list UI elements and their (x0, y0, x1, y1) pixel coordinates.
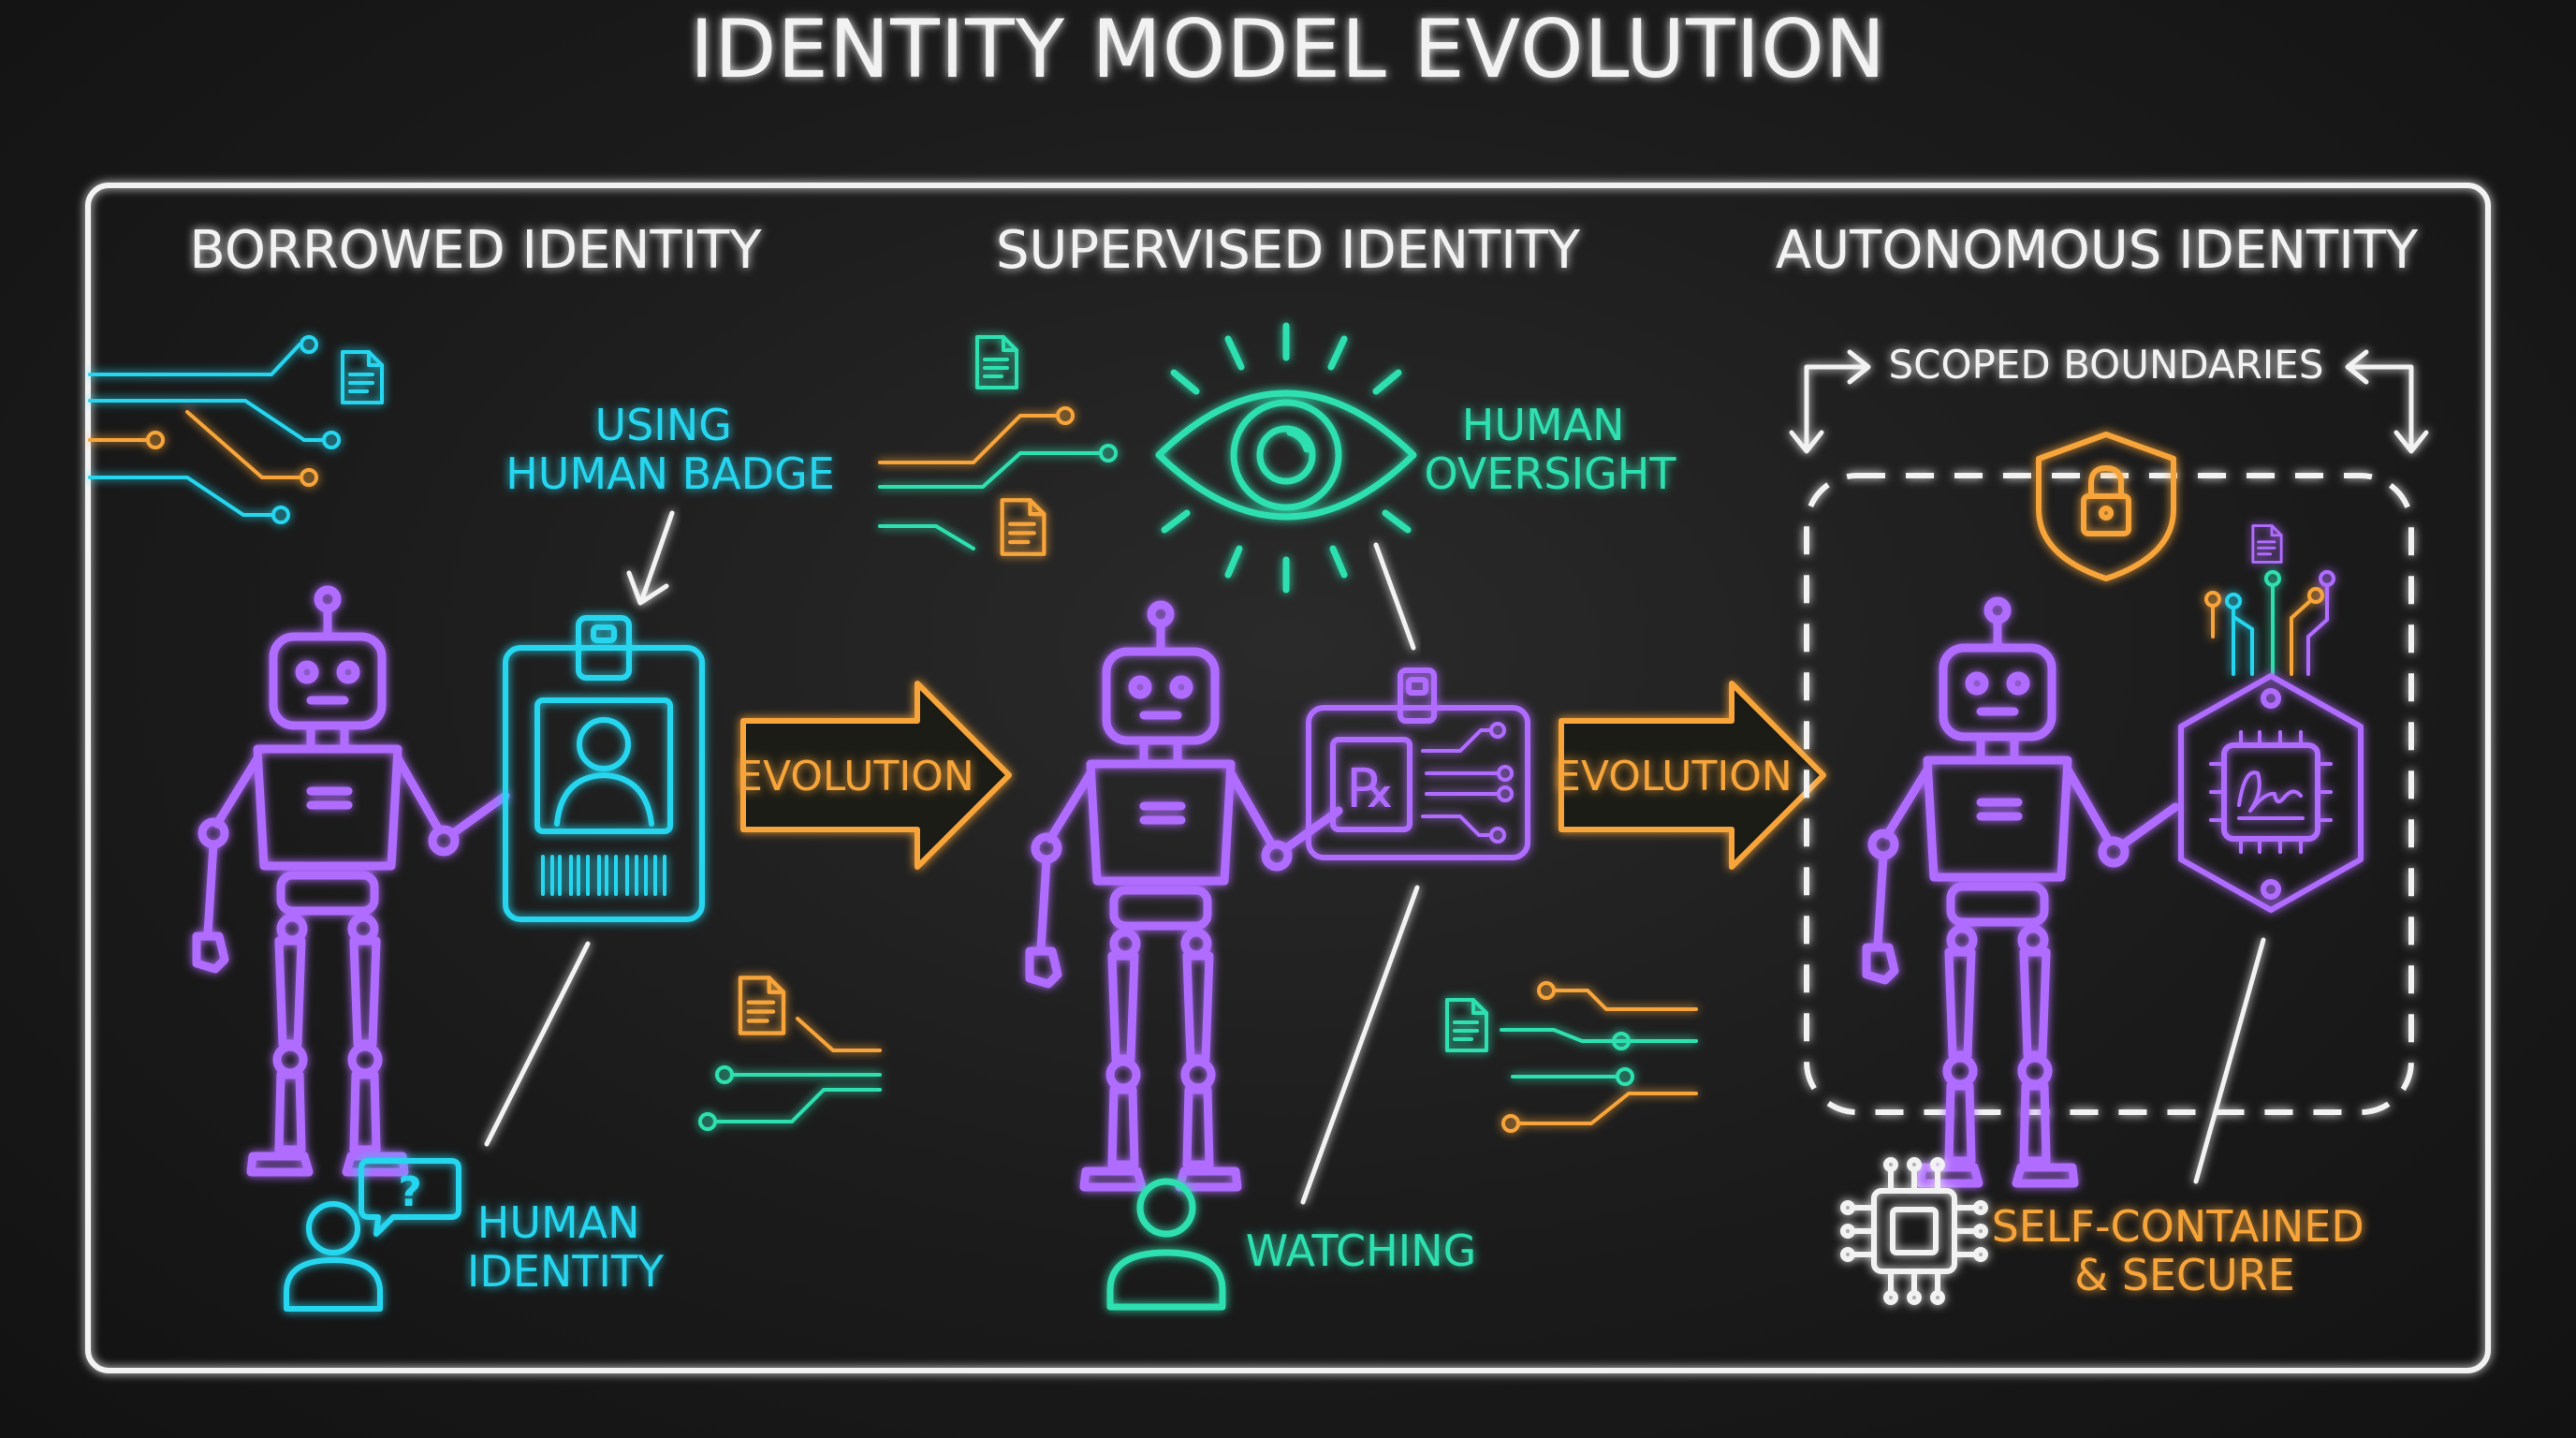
connector-line (1373, 542, 1416, 651)
signed-chip-hexagon-icon (2178, 673, 2364, 913)
connector-line (1300, 885, 1420, 1205)
label-watching: WATCHING (1246, 1225, 1477, 1276)
microchip-icon (1840, 1157, 1988, 1305)
callout-human-oversight: HUMAN OVERSIGHT (1425, 400, 1677, 499)
panel-autonomous-identity: AUTONOMOUS IDENTITY SCOPED BOUNDARIES (1776, 220, 2429, 1305)
label-human-identity: HUMAN IDENTITY (467, 1197, 665, 1297)
circuit-traces-icon (1500, 981, 1698, 1133)
panel-borrowed-identity: BORROWED IDENTITY USING HUMAN BADGE (88, 220, 882, 1312)
robot-icon (1030, 605, 1339, 1187)
document-icon (1003, 500, 1045, 553)
shield-lock-icon (2036, 432, 2176, 581)
callout-using-human-badge: USING HUMAN BADGE (505, 400, 835, 499)
panel-heading: AUTONOMOUS IDENTITY (1776, 220, 2419, 281)
circuit-traces-icon (88, 335, 341, 524)
person-question-icon (284, 1158, 461, 1312)
arrow-label: EVOLUTION (1555, 753, 1793, 800)
arrow-label: EVOLUTION (737, 753, 974, 800)
question-mark: ? (398, 1168, 422, 1216)
outer-frame (85, 183, 2491, 1373)
document-icon (341, 350, 384, 404)
prescription-badge-icon (1306, 668, 1530, 860)
panel-heading: BORROWED IDENTITY (189, 220, 762, 281)
robot-icon (197, 590, 505, 1172)
eye-icon (1155, 322, 1417, 594)
panel-supervised-identity: SUPERVISED IDENTITY (878, 220, 1698, 1311)
boundary-arrows (1789, 349, 2429, 454)
label-self-contained-secure: SELF-CONTAINED & SECURE (1992, 1201, 2378, 1300)
document-icon (2251, 524, 2283, 564)
diagram-title: IDENTITY MODEL EVOLUTION (690, 3, 1886, 96)
circuit-traces-icon (2204, 570, 2335, 676)
id-badge-icon (503, 615, 705, 922)
evolution-arrow: EVOLUTION (1555, 681, 1826, 870)
document-icon (1445, 998, 1488, 1052)
circuit-traces-icon (698, 1017, 882, 1131)
person-icon (1106, 1178, 1226, 1311)
circuit-traces-icon (878, 406, 1118, 550)
connector-line (2193, 937, 2266, 1184)
scoped-boundary-box (1804, 473, 2414, 1115)
document-icon (975, 335, 1018, 389)
label-scoped-boundaries: SCOPED BOUNDARIES (1889, 342, 2324, 388)
evolution-arrow: EVOLUTION (737, 681, 1012, 870)
connector-line (484, 941, 591, 1147)
robot-icon (1866, 601, 2175, 1183)
panel-heading: SUPERVISED IDENTITY (996, 220, 1581, 281)
rx-symbol: ℞ (1347, 756, 1396, 820)
document-icon (740, 977, 783, 1033)
callout-arrow (626, 510, 675, 606)
